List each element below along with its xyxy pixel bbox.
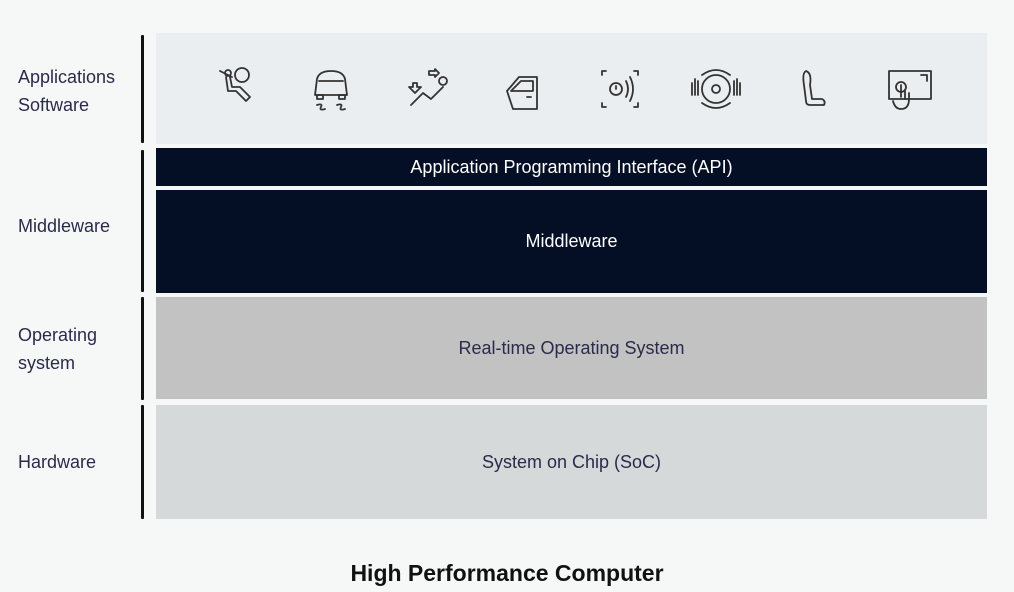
climate-airflow-icon	[397, 59, 457, 119]
label-applications-software: Applications Software	[18, 63, 115, 119]
seat-icon	[782, 59, 842, 119]
diagram-caption: High Performance Computer	[350, 560, 664, 586]
car-door-icon	[493, 59, 553, 119]
warning-sensor-icon	[590, 59, 650, 119]
divider-middleware	[141, 150, 144, 292]
label-middleware: Middleware	[18, 216, 111, 236]
divider-os	[141, 297, 144, 400]
middleware-layer: Middleware	[156, 190, 987, 293]
divider-applications	[141, 35, 144, 143]
api-layer: Application Programming Interface (API)	[156, 148, 987, 186]
label-line: Applications	[18, 67, 116, 87]
label-hardware: Hardware	[18, 452, 97, 472]
applications-box	[156, 33, 987, 144]
seatbelt-driver-icon	[204, 59, 264, 119]
car-skid-icon	[301, 59, 361, 119]
label-line: Operating	[18, 325, 98, 345]
divider-hardware	[141, 405, 144, 519]
touchscreen-icon	[879, 59, 939, 119]
label-line: system	[18, 353, 76, 373]
label-operating-system: Operating system	[18, 321, 97, 377]
os-layer: Real-time Operating System	[156, 297, 987, 399]
hardware-layer: System on Chip (SoC)	[156, 405, 987, 519]
hands-on-steering-wheel-icon	[686, 59, 746, 119]
label-line: Software	[18, 95, 90, 115]
